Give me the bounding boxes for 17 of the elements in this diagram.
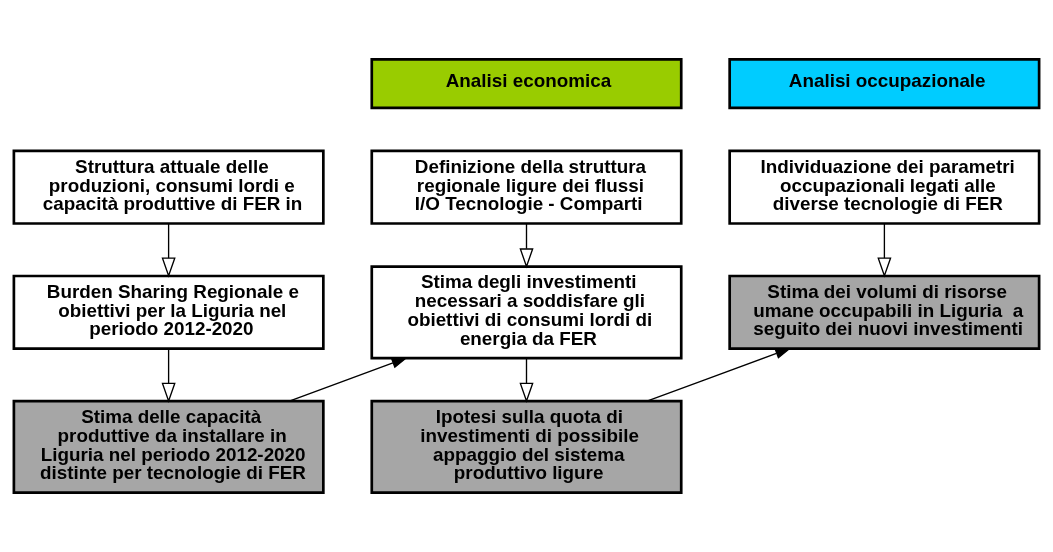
node-box: Analisi economica [370,58,683,110]
node-box: Individuazione dei parametri occupazionali legati alle diverse tecnologie di FER [728,149,1041,225]
arrow [519,357,534,403]
arrow [519,223,534,269]
node-box: Stima degli investimenti necessari a soddisfare gli obiettivi di consumi lordi di energia da FER [370,265,683,360]
arrow [646,347,792,402]
node-box: Stima dei volumi di risorse umane occupabili in Liguria a seguito dei nuovi investimenti [728,274,1041,350]
node-box: Burden Sharing Regionale e obiettivi per la Liguria nel periodo 2012-2020 [12,274,325,350]
node-box: Stima delle capacità produttive da installare in Liguria nel periodo 2012-2020 distinte per tecnologie di FER [12,399,325,494]
arrow [161,347,176,403]
arrow [877,223,892,278]
node-box: Analisi occupazionale [728,58,1041,110]
arrow [288,357,408,402]
arrow [161,223,176,278]
node-box: Definizione della struttura regionale ligure dei flussi I/O Tecnologie - Comparti [370,149,683,225]
node-box: Struttura attuale delle produzioni, consumi lordi e capacità produttive di FER in [12,149,325,225]
node-box: Ipotesi sulla quota di investimenti di possibile appaggio del sistema produttivo ligure [370,399,683,494]
